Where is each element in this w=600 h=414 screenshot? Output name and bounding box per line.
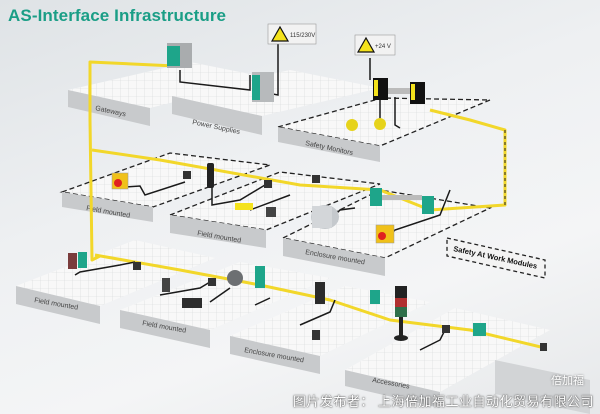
platform-safety-monitors: Safety Monitors	[277, 97, 491, 162]
power-supply-device[interactable]	[252, 72, 274, 102]
gateway-device[interactable]	[167, 43, 192, 68]
safety-sensor-1[interactable]	[346, 119, 358, 131]
display-module[interactable]	[182, 298, 202, 308]
as-i-module[interactable]	[264, 180, 272, 188]
signal-tower[interactable]	[394, 286, 408, 341]
enclosure-module-dark[interactable]	[315, 282, 325, 304]
as-i-module[interactable]	[208, 278, 216, 286]
platform-power-supplies: Power Supplies	[172, 70, 380, 136]
voltage-label-dc: +24 V	[375, 44, 391, 50]
enclosure-module[interactable]	[255, 266, 265, 288]
safety-at-work-legend: Safety At Work Modules	[446, 237, 546, 279]
sensor-teal[interactable]	[370, 290, 380, 304]
platform-field-mounted-3: Field mounted	[16, 240, 215, 324]
safety-switch[interactable]	[235, 203, 253, 210]
as-i-module[interactable]	[442, 325, 450, 333]
emergency-stop-button-2[interactable]	[375, 224, 395, 244]
io-module-pair[interactable]	[68, 252, 87, 269]
safety-monitor-1[interactable]	[373, 78, 388, 100]
safety-sensor-2[interactable]	[374, 118, 386, 130]
warning-label-dc: +24 V	[354, 34, 396, 56]
platform-field-mounted-4: Field mounted	[120, 262, 330, 348]
din-rail	[382, 195, 422, 200]
platform-extra	[495, 360, 590, 414]
as-i-module[interactable]	[183, 171, 191, 179]
accessory-module[interactable]	[473, 323, 486, 336]
watermark: 倍加福	[551, 375, 584, 387]
safety-monitor-2[interactable]	[410, 82, 425, 104]
voltage-label-mains: 115/230V	[290, 33, 315, 39]
motor[interactable]	[311, 205, 339, 229]
sensor-small[interactable]	[312, 330, 320, 340]
din-rail	[388, 88, 410, 94]
connector-module[interactable]	[162, 278, 170, 292]
rotary-encoder[interactable]	[227, 270, 243, 286]
platform-accessories: Accessories	[345, 308, 550, 408]
emergency-stop-button-1[interactable]	[111, 172, 129, 190]
as-i-module[interactable]	[312, 175, 320, 183]
cable-terminator[interactable]	[540, 343, 547, 351]
credit-text: 图片发布者： 上海倍加福工业自动化贸易有限公司	[292, 394, 594, 409]
warning-label-mains: 115/230V	[267, 23, 317, 45]
diagram-title: AS-Interface Infrastructure	[8, 6, 227, 25]
safety-module-teal-2[interactable]	[422, 196, 434, 214]
inductive-sensor[interactable]	[207, 163, 214, 188]
connector-module[interactable]	[266, 207, 276, 217]
as-i-module[interactable]	[133, 262, 141, 270]
platform-field-mounted-1: Field mounted	[59, 152, 271, 222]
platform-enclosure-mounted-1: Enclosure mounted	[280, 189, 493, 276]
safety-module-teal-1[interactable]	[370, 188, 382, 206]
